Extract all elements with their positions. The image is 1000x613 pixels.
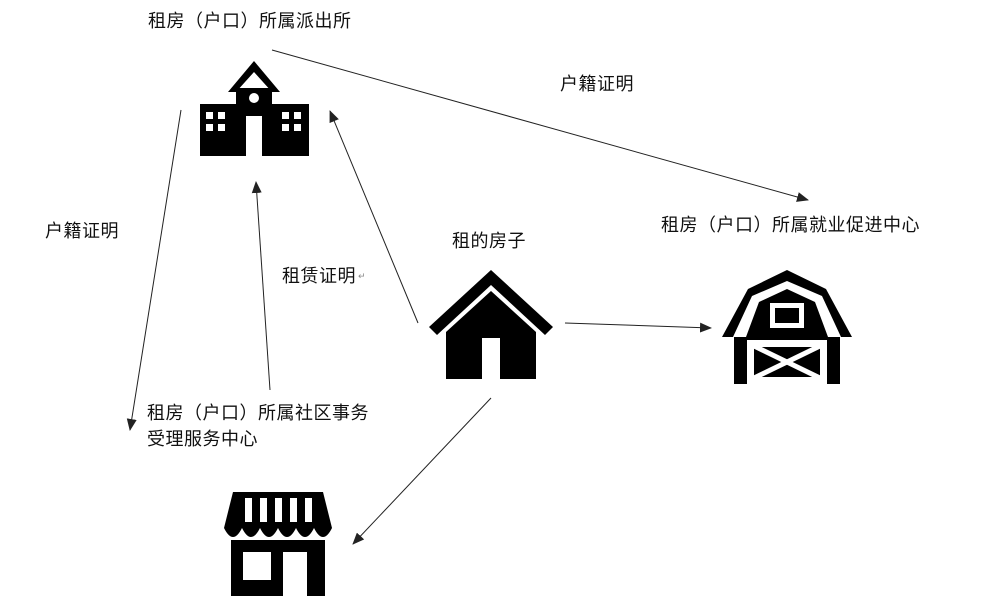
node-label-rented-house: 租的房子 bbox=[452, 231, 526, 252]
edge-label-police-to-employment: 户籍证明 bbox=[560, 74, 634, 95]
edge-label-community-to-police-text: 租赁证明 bbox=[282, 266, 356, 287]
edge-label-police-to-community: 户籍证明 bbox=[45, 221, 119, 242]
house-icon bbox=[429, 270, 553, 379]
arrow-house-to-police bbox=[329, 110, 419, 324]
return-mark-icon: ↵ bbox=[358, 272, 367, 282]
node-label-employment-center: 租房（户口）所属就业促进中心 bbox=[661, 215, 920, 236]
barn-icon bbox=[722, 270, 852, 384]
arrow-house-to-shop bbox=[352, 397, 492, 545]
node-label-community-center: 租房（户口）所属社区事务 受理服务中心 bbox=[147, 401, 369, 453]
community-center-label-line1: 租房（户口）所属社区事务 bbox=[147, 403, 369, 424]
arrow-police-to-employment bbox=[271, 49, 809, 202]
community-center-label-line2: 受理服务中心 bbox=[147, 429, 258, 450]
arrow-community-to-police bbox=[251, 181, 271, 391]
arrow-police-to-community bbox=[126, 109, 182, 431]
node-label-police-station: 租房（户口）所属派出所 bbox=[148, 11, 352, 32]
arrow-house-to-employment bbox=[564, 322, 712, 333]
storefront-icon bbox=[224, 492, 332, 596]
school-building-icon bbox=[200, 61, 309, 156]
edge-label-community-to-police: 租赁证明↵ bbox=[282, 264, 366, 290]
